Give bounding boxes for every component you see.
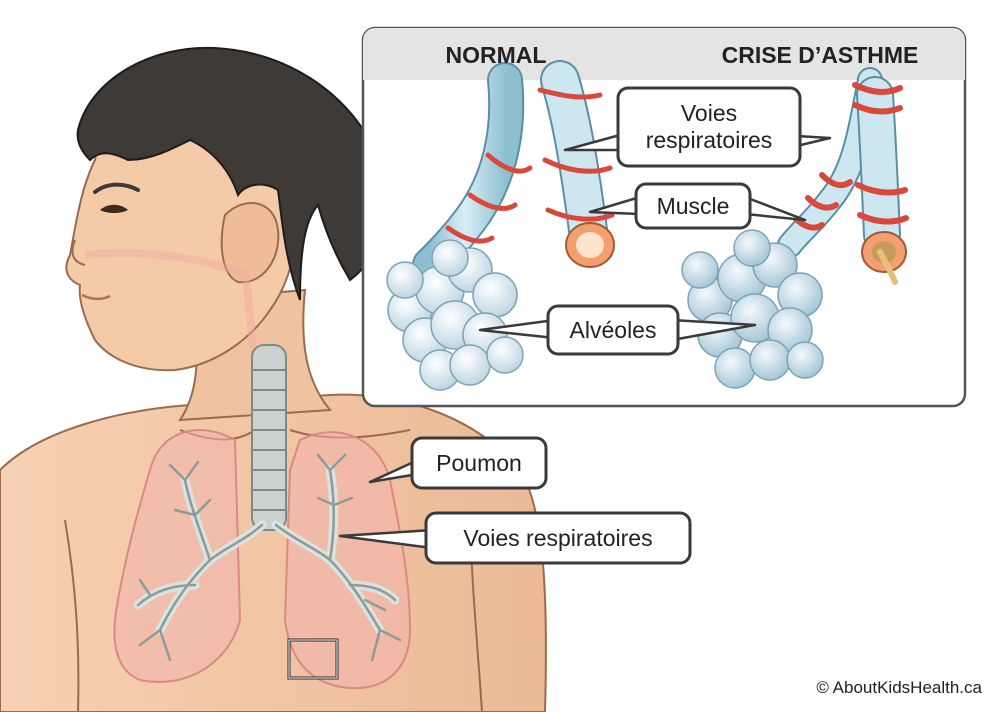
trachea [252, 345, 286, 530]
label-airways-inset-line1: Voies [681, 100, 737, 126]
label-lung: Poumon [436, 450, 522, 476]
label-airways-inset-line2: respiratoires [646, 127, 773, 153]
label-alveoli: Alvéoles [570, 317, 657, 343]
copyright-notice: © AboutKidsHealth.ca [816, 678, 982, 698]
header-normal: NORMAL [446, 42, 547, 68]
header-asthma: CRISE D’ASTHME [722, 42, 919, 68]
inset-panel: NORMAL CRISE D’ASTHME Voies respiratoire… [363, 28, 965, 406]
label-airways-body: Voies respiratoires [463, 525, 652, 551]
label-muscle: Muscle [657, 193, 730, 219]
